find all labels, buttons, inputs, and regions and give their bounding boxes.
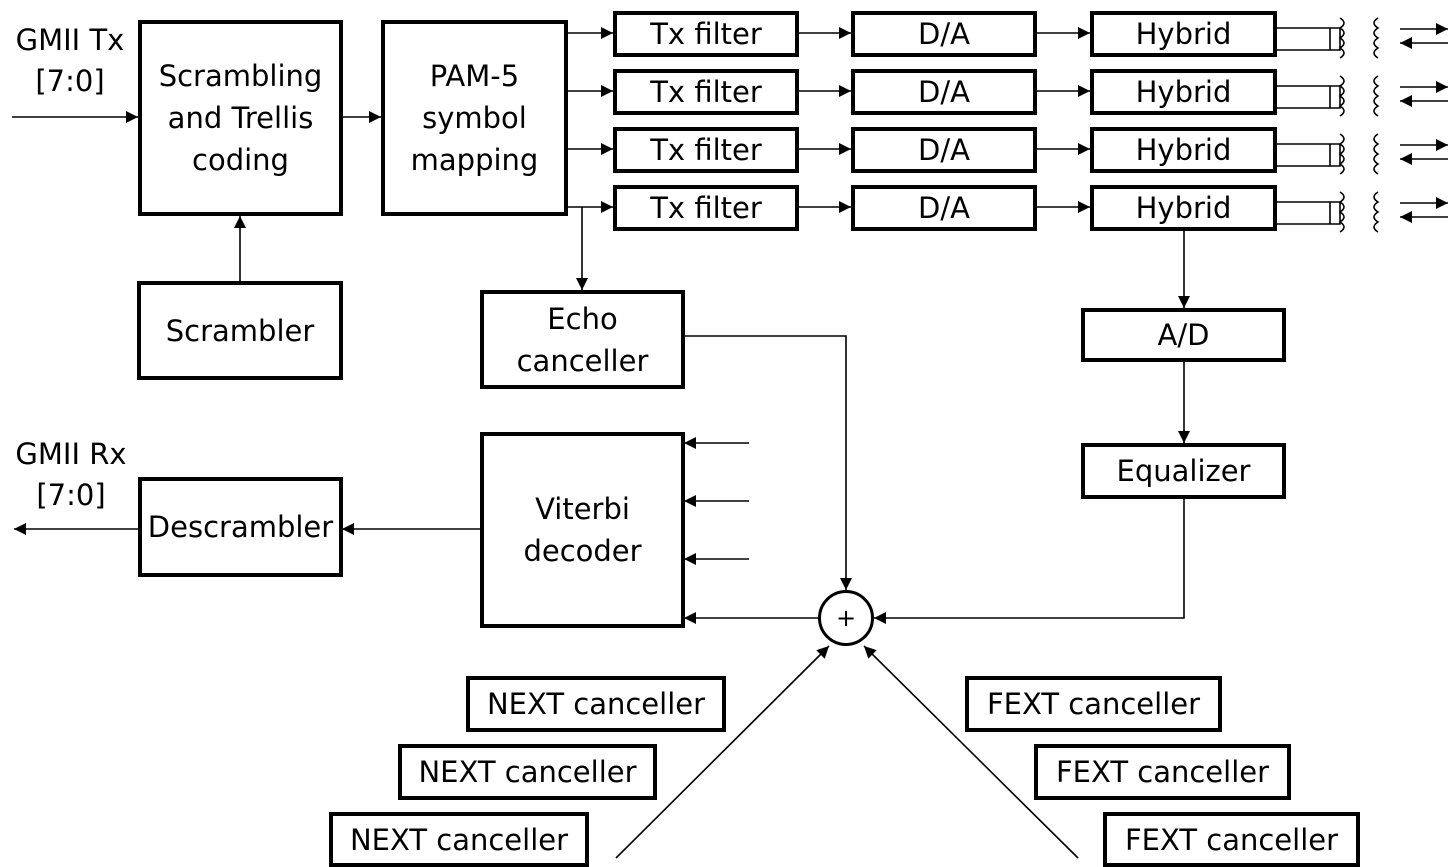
- gmii-rx-label: GMII Rx [7:0]: [15, 437, 127, 512]
- next-to-summer-arrow: [615, 645, 830, 859]
- next-canceller-1: NEXT canceller: [466, 676, 726, 732]
- next-canceller-2: NEXT canceller: [398, 744, 657, 800]
- da-converter-1: D/A: [851, 11, 1037, 57]
- transformer-coupling-3: [1276, 133, 1448, 175]
- fext-canceller-3: FEXT canceller: [1103, 812, 1360, 867]
- echo-canceller-block: Echo canceller: [480, 290, 685, 389]
- tx-filter-1: Tx filter: [613, 11, 799, 57]
- fext-canceller-2: FEXT canceller: [1034, 744, 1291, 800]
- summing-junction: +: [818, 590, 874, 646]
- fext-canceller-1: FEXT canceller: [965, 676, 1222, 732]
- descrambler-block: Descrambler: [138, 477, 343, 577]
- equalizer-to-summer-arrow: [874, 498, 1185, 624]
- equalizer-block: Equalizer: [1081, 443, 1286, 499]
- hybrid-3: Hybrid: [1090, 127, 1277, 173]
- transformer-coupling-2: [1276, 75, 1448, 117]
- gmii-tx-label: GMII Tx [7:0]: [15, 23, 125, 98]
- da-converter-2: D/A: [851, 69, 1037, 115]
- scrambler-block: Scrambler: [137, 281, 343, 380]
- da-converter-3: D/A: [851, 127, 1037, 173]
- transformer-icon: [1276, 17, 1448, 233]
- tx-filter-2: Tx filter: [613, 69, 799, 115]
- tx-filter-3: Tx filter: [613, 127, 799, 173]
- echo-to-summer-arrow: [684, 335, 852, 590]
- hybrid-2: Hybrid: [1090, 69, 1277, 115]
- fext-to-summer-arrow: [863, 645, 1079, 859]
- pam5-mapping-block: PAM-5 symbol mapping: [381, 20, 568, 216]
- scrambling-trellis-block: Scrambling and Trellis coding: [138, 20, 343, 216]
- tx-filter-4: Tx filter: [613, 185, 799, 231]
- transformer-coupling-1: [1276, 17, 1448, 59]
- ad-converter-block: A/D: [1081, 308, 1286, 362]
- da-converter-4: D/A: [851, 185, 1037, 231]
- next-canceller-3: NEXT canceller: [329, 812, 589, 867]
- viterbi-decoder-block: Viterbi decoder: [480, 432, 685, 628]
- hybrid-4: Hybrid: [1090, 185, 1277, 231]
- hybrid-1: Hybrid: [1090, 11, 1277, 57]
- transformer-coupling-4: [1276, 191, 1448, 233]
